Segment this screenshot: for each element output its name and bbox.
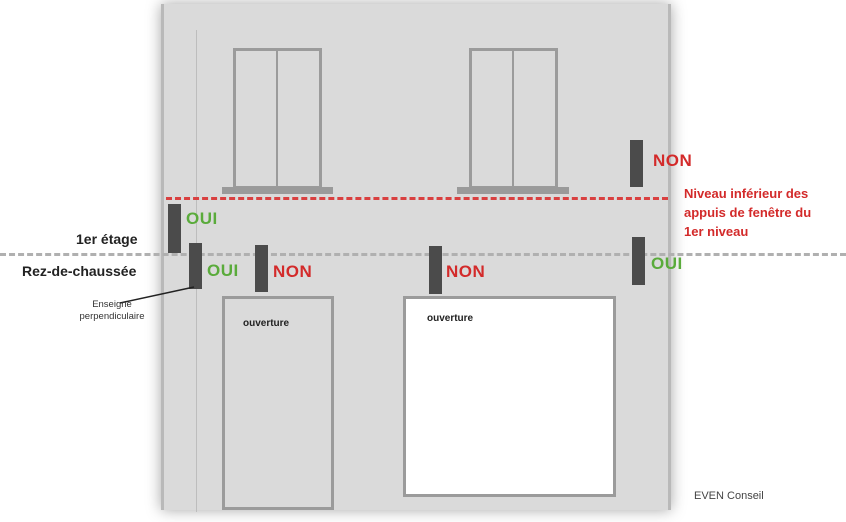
- opening-left: [222, 296, 334, 510]
- sill-level-note: Niveau inférieur des appuis de fenêtre d…: [684, 184, 846, 241]
- ground-floor-label: Rez-de-chaussée: [22, 263, 137, 279]
- sign-caption: Enseigne perpendiculaire: [62, 299, 162, 323]
- verdict-ground-left: OUI: [207, 261, 239, 280]
- sign-ground-right: [632, 237, 645, 285]
- verdict-ground-mid-left: NON: [273, 262, 313, 281]
- sign-upper-left: [168, 204, 181, 253]
- upper-window-left-sill: [222, 187, 333, 194]
- sign-caption-line1: Enseigne: [92, 299, 132, 310]
- sill-note-line3: 1er niveau: [684, 224, 749, 239]
- verdict-top-right: NON: [653, 151, 693, 170]
- credit-text: EVEN Conseil: [694, 490, 764, 502]
- sill-note-line1: Niveau inférieur des: [684, 186, 809, 201]
- upper-window-left-mullion: [276, 48, 278, 189]
- first-floor-label: 1er étage: [76, 231, 138, 247]
- sign-ground-left: [189, 243, 202, 289]
- sign-top-right: [630, 140, 643, 187]
- opening-right: [403, 296, 616, 497]
- sign-caption-line2: perpendiculaire: [79, 311, 145, 322]
- sign-ground-mid-left: [255, 245, 268, 292]
- window-sill-level-line: [166, 197, 668, 200]
- floor-level-line: [0, 253, 846, 256]
- upper-window-right-mullion: [512, 48, 514, 189]
- sill-note-line2: appuis de fenêtre du: [684, 205, 812, 220]
- upper-window-right-sill: [457, 187, 569, 194]
- verdict-ground-center: NON: [446, 262, 486, 281]
- sign-ground-center: [429, 246, 442, 294]
- verdict-ground-right: OUI: [651, 254, 683, 273]
- opening-right-label: ouverture: [427, 313, 474, 324]
- opening-left-label: ouverture: [243, 318, 290, 329]
- verdict-upper-left: OUI: [186, 209, 218, 228]
